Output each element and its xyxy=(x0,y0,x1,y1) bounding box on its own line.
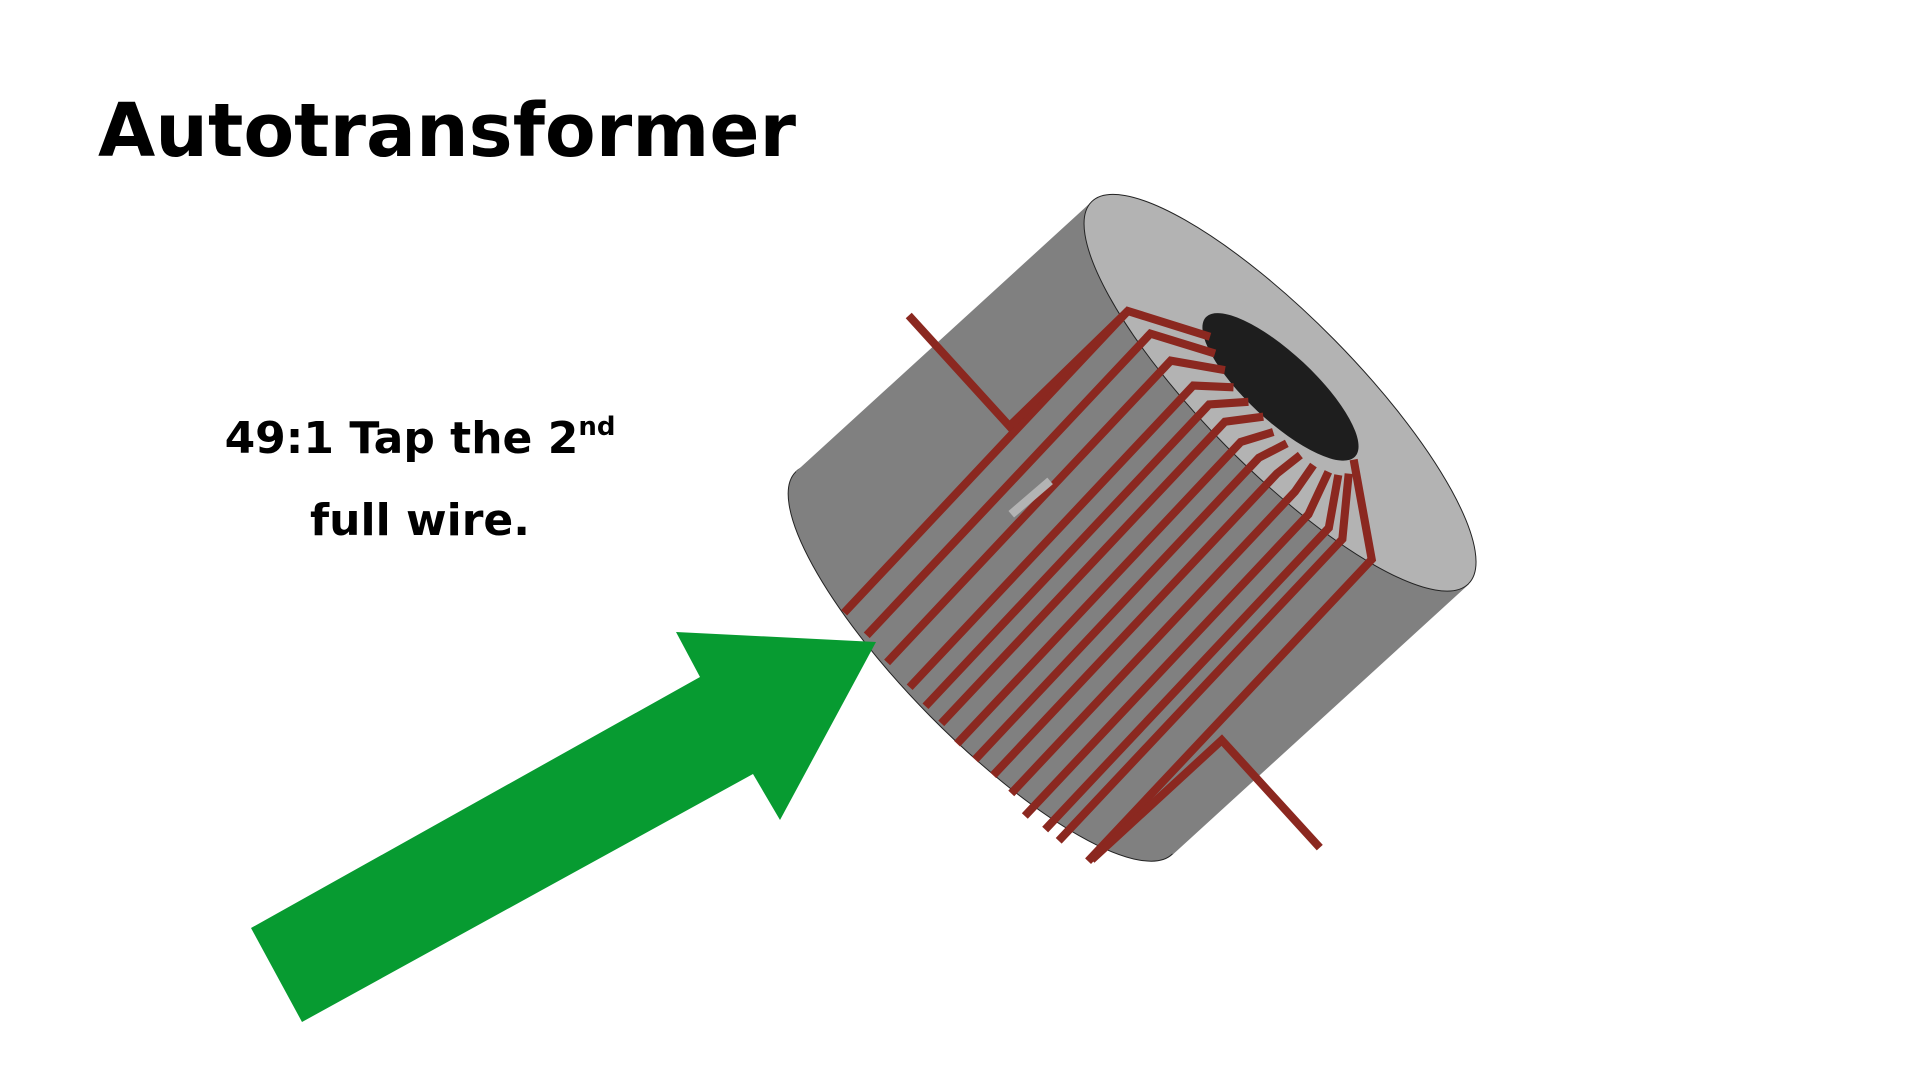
toroid-core-diagram xyxy=(787,193,1477,864)
winding-turn-9 xyxy=(990,451,1303,779)
note-line-2: full wire. xyxy=(310,495,530,546)
winding-turn-13 xyxy=(1055,473,1353,844)
wire-gap-highlight xyxy=(1008,477,1053,518)
winding-turn-8 xyxy=(972,439,1289,763)
winding-turn-5 xyxy=(922,397,1249,710)
core-center-hole xyxy=(1202,313,1359,461)
winding-turn-4 xyxy=(906,381,1234,691)
tap-pointer-arrow xyxy=(251,632,876,1022)
winding-turn-10 xyxy=(1008,462,1317,797)
winding-turn-11 xyxy=(1021,470,1333,819)
core-side-body xyxy=(795,201,1469,855)
winding-turn-6 xyxy=(938,412,1264,727)
output-lead-bottom xyxy=(1088,734,1323,863)
note-line-1-text: 49:1 Tap the 2 xyxy=(225,413,579,464)
winding-turn-14 xyxy=(1085,458,1377,864)
slide-title: Autotransformer xyxy=(98,88,797,174)
winding-turn-3 xyxy=(884,356,1226,666)
input-lead-top xyxy=(905,308,1131,433)
winding-turn-7 xyxy=(954,428,1275,747)
note-line-1: 49:1 Tap the 2nd xyxy=(225,412,616,464)
note-superscript: nd xyxy=(578,412,615,442)
winding-turn-2 xyxy=(863,328,1217,639)
winding-turn-12 xyxy=(1042,474,1343,833)
winding-wires xyxy=(841,306,1377,864)
